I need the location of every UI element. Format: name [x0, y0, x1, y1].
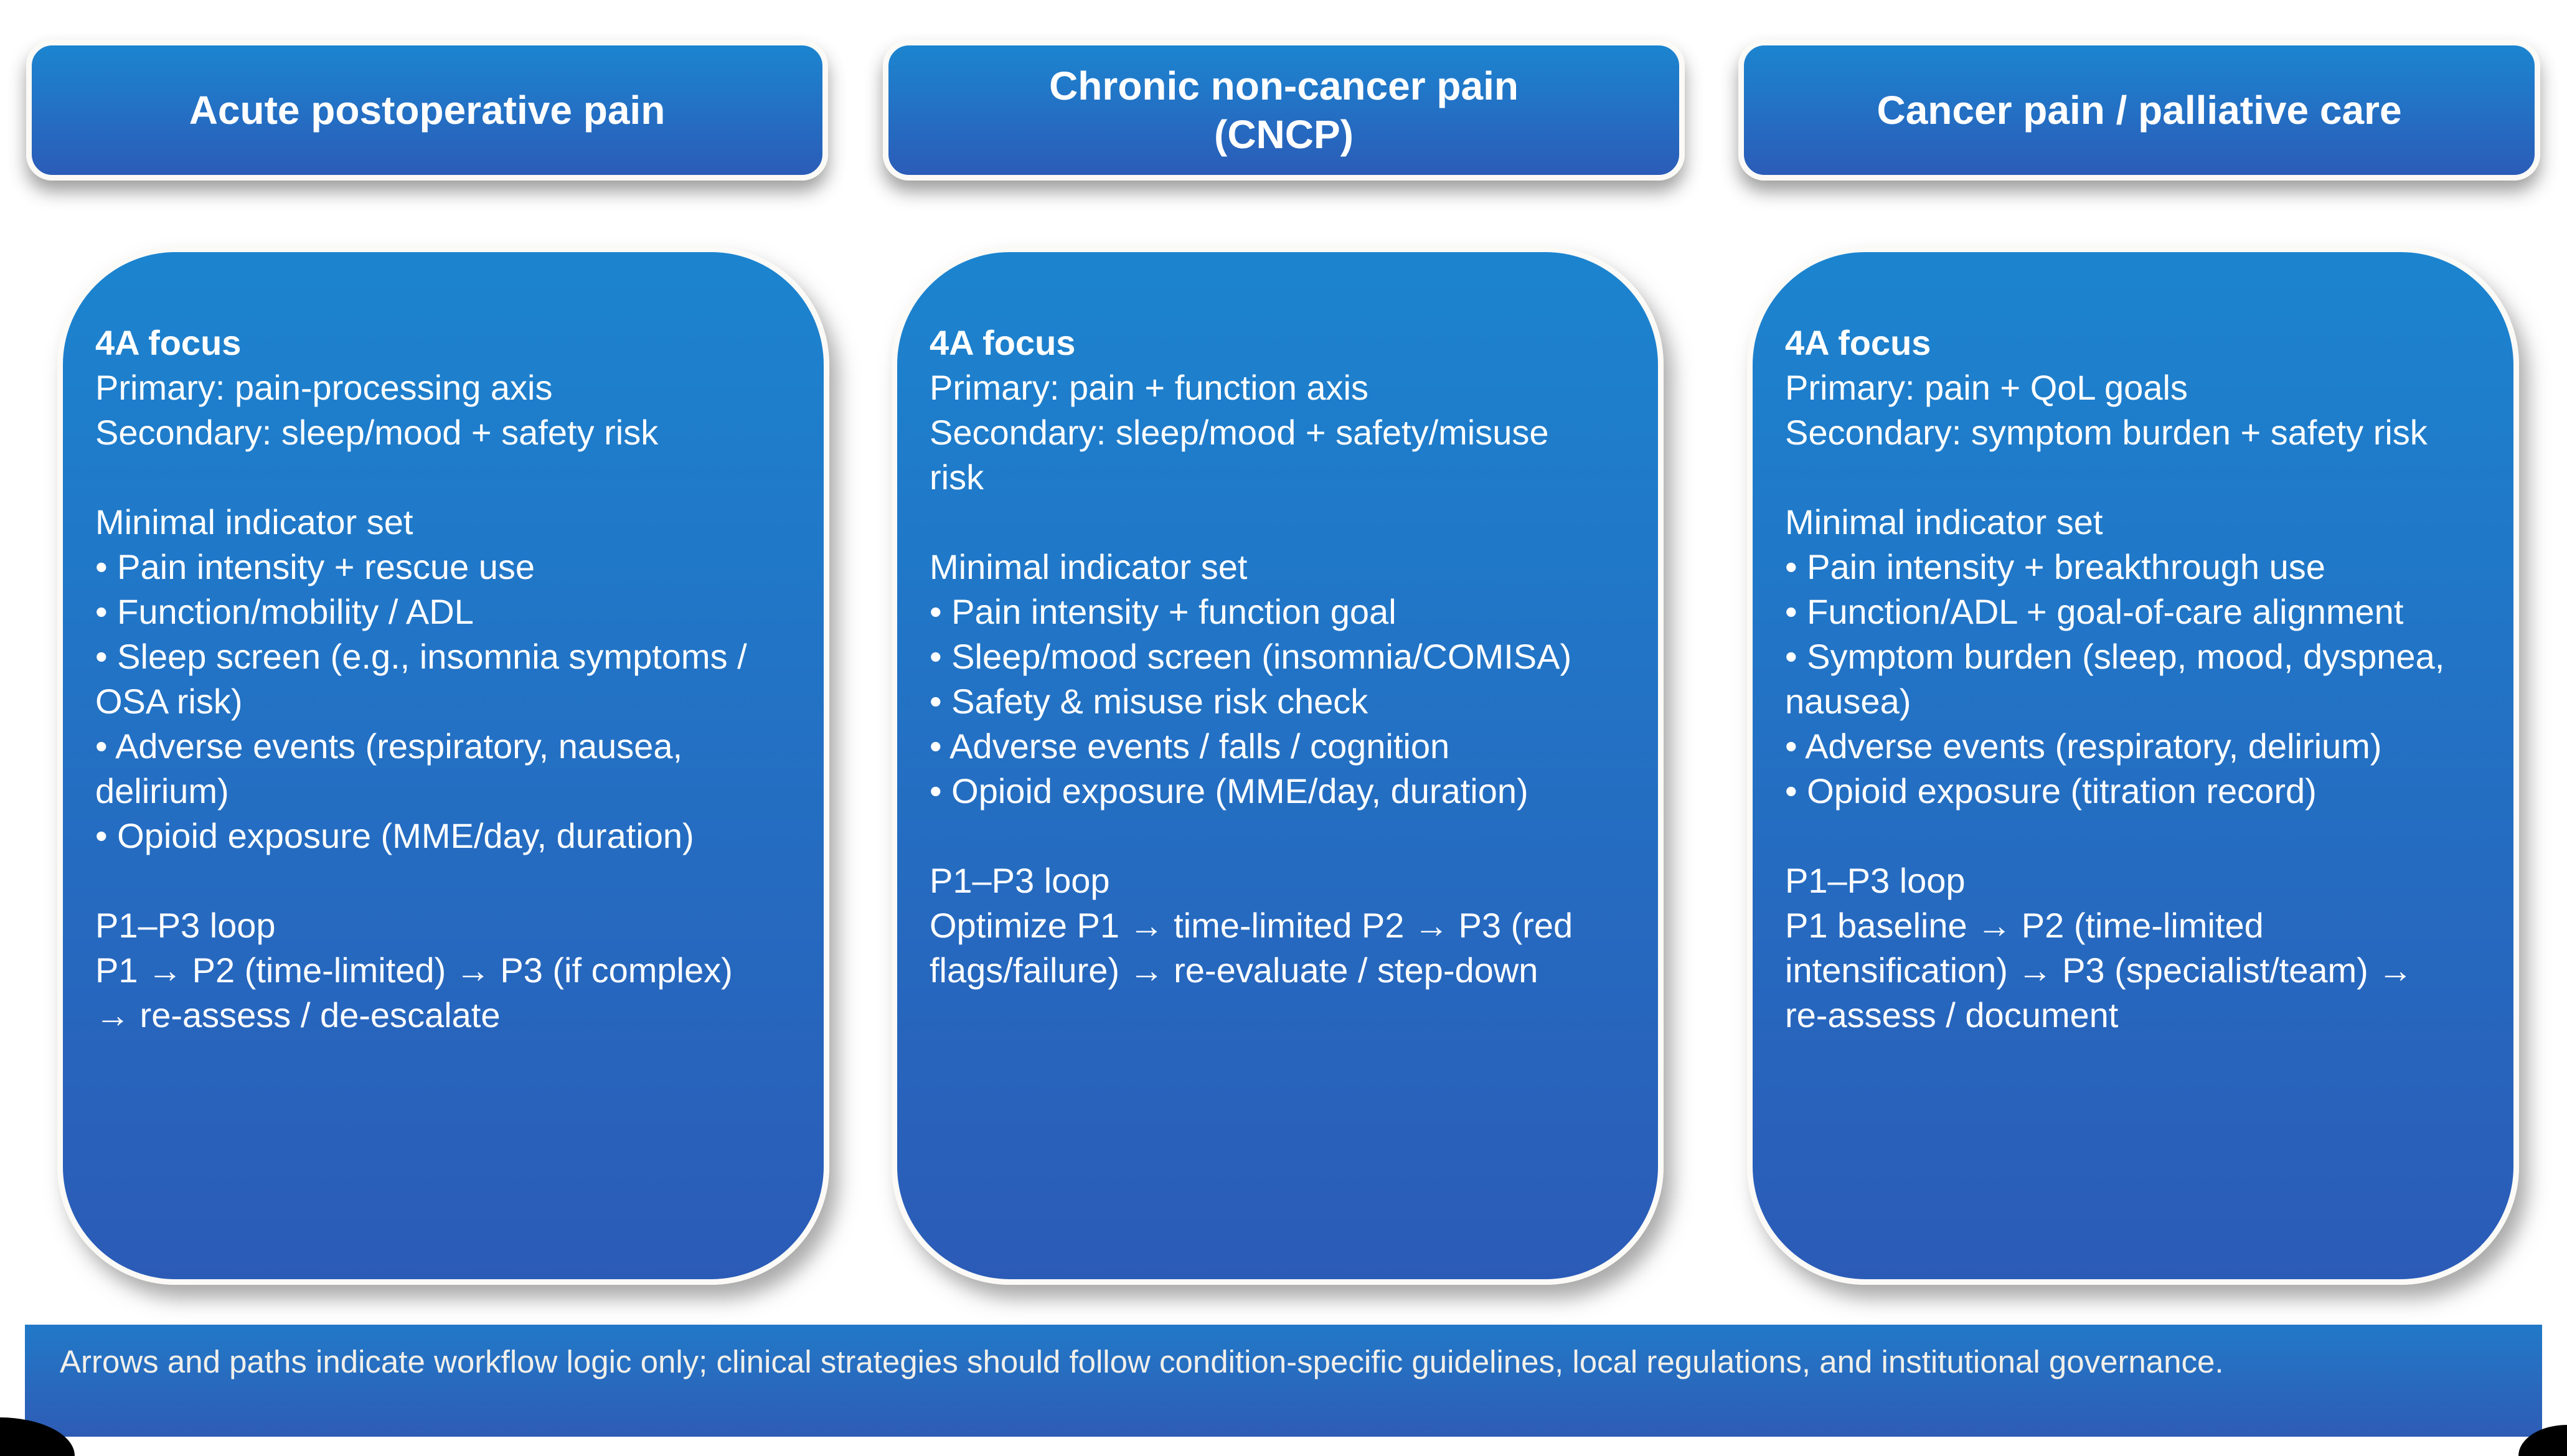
indicators-title: Minimal indicator set: [1785, 502, 2103, 542]
focus-primary: Primary: pain-processing axis: [95, 368, 553, 407]
indicator-item: • Function/ADL + goal-of-care alignment: [1785, 592, 2404, 631]
column-card-acute-postoperative-pain: 4A focus Primary: pain-processing axis S…: [57, 247, 829, 1285]
indicator-item: • Safety & misuse risk check: [930, 682, 1368, 721]
header-pill-acute-postoperative-pain: Acute postoperative pain: [26, 40, 828, 181]
footer-disclaimer-text: Arrows and paths indicate workflow logic…: [60, 1344, 2224, 1379]
focus-title: 4A focus: [1785, 323, 1931, 362]
indicators-title: Minimal indicator set: [95, 502, 413, 542]
indicator-item: • Adverse events (respiratory, delirium): [1785, 726, 2382, 766]
loop-title: P1–P3 loop: [95, 906, 276, 945]
loop-title: P1–P3 loop: [930, 861, 1110, 900]
loop-text: P1 → P2 (time-limited) → P3 (if complex)…: [95, 951, 733, 1035]
indicator-item: • Opioid exposure (MME/day, duration): [930, 771, 1528, 810]
indicator-item: • Symptom burden (sleep, mood, dyspnea, …: [1785, 637, 2445, 721]
indicator-item: • Sleep screen (e.g., insomnia symptoms …: [95, 637, 747, 721]
focus-secondary: Secondary: sleep/mood + safety/misuse ri…: [930, 413, 1549, 497]
focus-secondary: Secondary: sleep/mood + safety risk: [95, 413, 659, 452]
indicator-item: • Opioid exposure (MME/day, duration): [95, 816, 694, 855]
indicator-item: • Adverse events / falls / cognition: [930, 726, 1450, 766]
footer-disclaimer-bar: Arrows and paths indicate workflow logic…: [25, 1325, 2542, 1437]
indicator-item: • Function/mobility / ADL: [95, 592, 474, 631]
loop-text: P1 baseline → P2 (time-limited intensifi…: [1785, 906, 2413, 1035]
indicator-item: • Pain intensity + rescue use: [95, 547, 535, 586]
focus-title: 4A focus: [95, 323, 242, 362]
focus-primary: Primary: pain + QoL goals: [1785, 368, 2188, 407]
column-card-cancer-pain-palliative-care: 4A focus Primary: pain + QoL goals Secon…: [1747, 247, 2519, 1285]
focus-primary: Primary: pain + function axis: [930, 368, 1368, 407]
indicator-item: • Opioid exposure (titration record): [1785, 771, 2317, 810]
indicators-title: Minimal indicator set: [930, 547, 1248, 586]
indicator-item: • Sleep/mood screen (insomnia/COMISA): [930, 637, 1572, 676]
indicator-item: • Pain intensity + function goal: [930, 592, 1397, 631]
indicator-item: • Adverse events (respiratory, nausea, d…: [95, 726, 683, 810]
loop-text: Optimize P1 → time-limited P2 → P3 (red …: [930, 906, 1573, 990]
loop-title: P1–P3 loop: [1785, 861, 1966, 900]
header-pill-cancer-pain-palliative-care: Cancer pain / palliative care: [1738, 40, 2540, 181]
indicator-item: • Pain intensity + breakthrough use: [1785, 547, 2325, 586]
column-card-chronic-non-cancer-pain: 4A focus Primary: pain + function axis S…: [892, 247, 1664, 1285]
header-pill-chronic-non-cancer-pain: Chronic non-cancer pain (CNCP): [883, 40, 1685, 181]
focus-title: 4A focus: [930, 323, 1076, 362]
focus-secondary: Secondary: symptom burden + safety risk: [1785, 413, 2428, 452]
